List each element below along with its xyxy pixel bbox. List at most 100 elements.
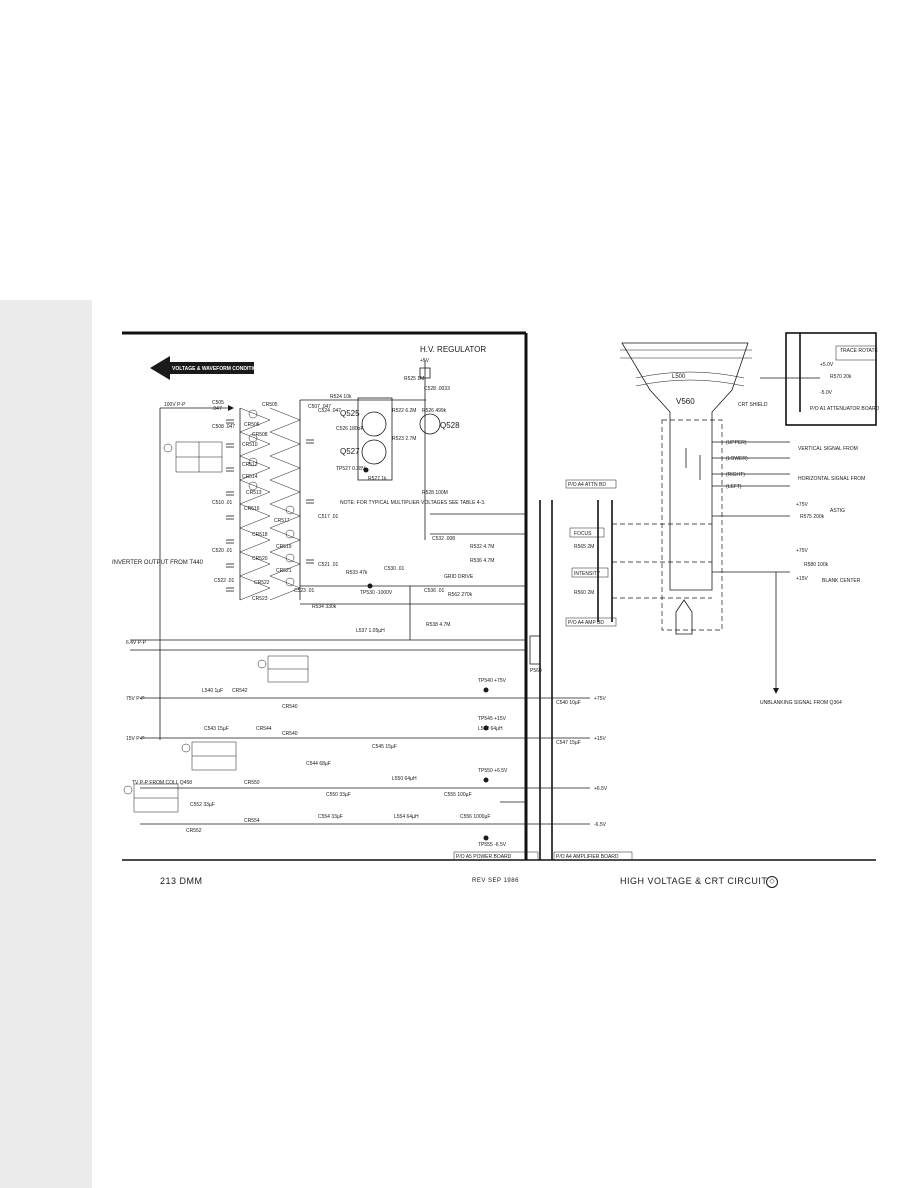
trace-rotate-control[interactable]: TRACE ROTATE [835,345,879,361]
svg-text:CR542: CR542 [232,688,248,694]
waveform-grid-c [163,441,223,473]
svg-text:R565 2M: R565 2M [574,544,594,550]
svg-text:C517 .01: C517 .01 [318,514,339,520]
svg-text:C543 15µF: C543 15µF [204,726,229,732]
svg-text:R526 499k: R526 499k [422,408,447,414]
voltage-conditions-arrow[interactable]: VOLTAGE & WAVEFORM CONDITIONS [150,356,264,380]
q528-label: Q528 [440,421,460,430]
svg-text:C530 .01: C530 .01 [384,566,405,572]
v75-label: 75V P-P [126,696,145,702]
grid-drive-label: GRID DRIVE [444,574,474,580]
svg-text:C532 .008: C532 .008 [432,536,455,542]
power-board-label: P/O A5 POWER BOARD [453,851,539,861]
minus65-label: -6.5V [594,822,607,828]
svg-text:P/O A5 POWER BOARD: P/O A5 POWER BOARD [456,854,512,860]
svg-text:L540 1µF: L540 1µF [202,688,223,694]
svg-text:CR518: CR518 [252,532,268,538]
svg-text:CR523: CR523 [252,596,268,602]
svg-text:R528 100M: R528 100M [422,490,448,496]
svg-text:CR510: CR510 [242,442,258,448]
amplifier-board-label: P/O A4 AMPLIFIER BOARD [553,851,633,861]
svg-text:C526 180pF: C526 180pF [336,426,364,432]
svg-text:R536 4.7M: R536 4.7M [470,558,494,564]
lower-label: (LOWER) [726,456,748,462]
v100-label: 100V P-P [164,402,186,408]
svg-text:CR506: CR506 [244,422,260,428]
svg-text:C552 33µF: C552 33µF [190,802,215,808]
svg-text:C536 .01: C536 .01 [424,588,445,594]
astig-label: ASTIG [830,508,845,514]
l537-label: L537 1.05µH [356,628,385,634]
r575-label: R575 200k [800,514,825,520]
svg-text:R538 4.7M: R538 4.7M [426,622,450,628]
intensity-control[interactable]: INTENSITY [571,567,609,578]
v64-label: 6.4V P-P [126,640,147,646]
svg-text:CR517: CR517 [274,518,290,524]
footer-title: HIGH VOLTAGE & CRT CIRCUIT [620,876,768,886]
connector-p560: P560 [529,635,542,674]
tp530-label: TP530 -1000V [360,590,393,596]
plus15-label: +15V [594,736,606,742]
svg-text:CR522: CR522 [254,580,270,586]
svg-text:C547 15µF: C547 15µF [556,740,581,746]
svg-text:INTENSITY: INTENSITY [574,571,601,577]
svg-text:+75V: +75V [796,502,808,508]
l500-label: L500 [672,374,686,380]
frame [122,331,877,861]
footer-rev: REV SEP 1986 [472,878,519,884]
focus-control[interactable]: FOCUS [569,527,605,538]
amp-board-label-top: P/O A4 ATTN BD [565,479,617,489]
tp540-label: TP540 +75V [478,678,507,684]
svg-text:C507 .047: C507 .047 [308,404,331,410]
svg-text:L542 64µH: L542 64µH [478,726,503,732]
right-plate-label: (RIGHT) [726,472,745,478]
plus5v-right-label: +5.0V [820,362,834,368]
svg-text:C510 .01: C510 .01 [212,500,233,506]
svg-text:C521 .01: C521 .01 [318,562,339,568]
svg-text:P/O A4 AMP BD: P/O A4 AMP BD [568,620,604,626]
footer-model: 213 DMM [160,876,203,886]
svg-text:L550 64µH: L550 64µH [392,776,417,782]
svg-text:P560: P560 [530,668,542,674]
svg-text:TRACE ROTATE: TRACE ROTATE [840,348,879,354]
regulator-transistors: Q525 Q527 Q528 +5V R525 1M C528 .0033 R5… [300,358,460,540]
blank-center-label: BLANK CENTER [822,578,861,584]
svg-text:FOCUS: FOCUS [574,531,592,537]
svg-text:CR544: CR544 [256,726,272,732]
svg-text:C556 1000µF: C556 1000µF [460,814,490,820]
svg-text:C505: C505 [212,400,224,406]
left-plate-label: (LEFT) [726,484,742,490]
tp545-label: TP545 +15V [478,716,507,722]
tp555-label: TP555 -6.5V [478,842,507,848]
svg-text:R533 47k: R533 47k [346,570,368,576]
q525-label: Q525 [340,409,360,418]
svg-text:C524 .047: C524 .047 [318,408,341,414]
svg-text:.047: .047 [212,406,222,412]
svg-text:R560 2M: R560 2M [574,590,594,596]
svg-text:CR513: CR513 [246,490,262,496]
svg-text:C544 68µF: C544 68µF [306,761,331,767]
deflection-plates [612,441,790,599]
svg-text:CR540: CR540 [282,704,298,710]
svg-text:C540 10µF: C540 10µF [556,700,581,706]
svg-text:CR554: CR554 [244,818,260,824]
r570-label: R570 20k [830,374,852,380]
svg-text:C554 33µF: C554 33µF [318,814,343,820]
section-title: H.V. REGULATOR [420,345,486,354]
cr505-label: CR505 [262,402,278,408]
svg-text:C528 .0033: C528 .0033 [424,386,450,392]
svg-text:P/O A4 AMPLIFIER BOARD: P/O A4 AMPLIFIER BOARD [556,854,619,860]
tv-from-label: TV P-P FROM COLL Q458 [132,780,192,786]
unblanking-label: UNBLANKING SIGNAL FROM Q364 [760,700,842,706]
note-label: NOTE: FOR TYPICAL MULTIPLIER VOLTAGES SE… [340,500,485,506]
svg-text:C508 .047: C508 .047 [212,424,235,430]
svg-text:CR521: CR521 [276,568,292,574]
plus15-right-label: +15V [796,576,808,582]
svg-text:CR512: CR512 [242,462,258,468]
footer-title-mark-icon: ◇ [766,876,778,888]
svg-text:R534 330k: R534 330k [312,604,337,610]
multiplier-ladder: CR505 CR506 CR508 CR510 CR512 CR514 CR51… [159,400,341,740]
plus75-right-label: +75V [796,548,808,554]
tp550-label: TP550 +6.5V [478,768,508,774]
